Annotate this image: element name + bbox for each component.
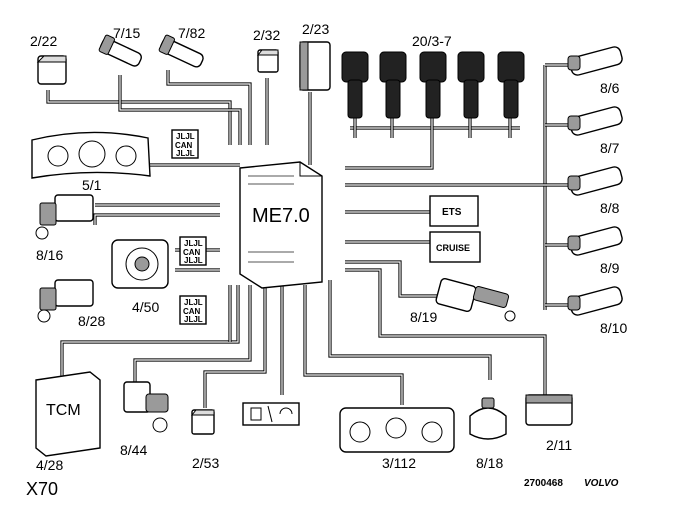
- reference-number: 2700468: [524, 478, 563, 489]
- ignition-coils-20-3-7: 20/3-7: [341, 33, 525, 119]
- label-8-28: 8/28: [78, 313, 105, 329]
- ignition-coil-2: [379, 51, 407, 119]
- label-20-3-7: 20/3-7: [412, 33, 452, 49]
- svg-text:JLJL: JLJL: [184, 239, 203, 248]
- instrument-cluster-5-1: 5/1: [31, 131, 151, 193]
- relay-2-22: 2/22: [30, 33, 67, 85]
- cruise-module: CRUISE: [429, 231, 481, 263]
- can-badge-1: JLJL CAN JLJL: [171, 129, 199, 159]
- label-tcm: TCM: [46, 402, 81, 419]
- label-8-18: 8/18: [476, 455, 503, 471]
- relay-2-32: 2/32: [253, 27, 280, 73]
- ignition-coil-3: [419, 51, 447, 119]
- climate-panel-3-112: 3/112: [339, 407, 455, 471]
- sensor-7-82: 7/82: [158, 25, 205, 68]
- ignition-coil-5: [497, 51, 525, 119]
- label-2-53: 2/53: [192, 455, 219, 471]
- ignition-coil-1: [341, 51, 369, 119]
- label-8-10: 8/10: [600, 320, 627, 336]
- throttle-unit-4-50: 4/50: [111, 239, 169, 315]
- svg-text:CAN: CAN: [175, 141, 193, 150]
- injector-8-10: 8/10: [567, 286, 627, 336]
- label-2-32: 2/32: [253, 27, 280, 43]
- can-badge-3: JLJL CAN JLJL: [179, 295, 207, 325]
- label-3-112: 3/112: [382, 455, 416, 471]
- label-2-11: 2/11: [546, 437, 572, 453]
- ecu-me7: ME7.0: [239, 161, 323, 289]
- label-8-7: 8/7: [600, 140, 620, 156]
- label-8-9: 8/9: [600, 260, 620, 276]
- label-7-15: 7/15: [113, 25, 140, 41]
- label-8-6: 8/6: [600, 80, 620, 96]
- label-2-22: 2/22: [30, 33, 57, 49]
- injector-8-9: 8/9: [567, 226, 623, 276]
- module-2-11: 2/11: [525, 394, 573, 453]
- svg-text:JLJL: JLJL: [184, 315, 203, 324]
- label-ets: ETS: [442, 207, 462, 218]
- label-8-8: 8/8: [600, 200, 620, 216]
- valve-8-44: 8/44: [120, 381, 169, 458]
- label-8-16: 8/16: [36, 247, 63, 263]
- valve-8-28: 8/28: [37, 279, 105, 329]
- valve-8-19: 8/19: [410, 277, 516, 325]
- relay-2-53: 2/53: [190, 409, 219, 471]
- label-8-44: 8/44: [120, 442, 147, 458]
- wiring-harness: [46, 63, 570, 408]
- brand-logo: VOLVO: [584, 478, 619, 489]
- svg-text:JLJL: JLJL: [176, 132, 195, 141]
- figure-id-x70: X70: [26, 479, 58, 499]
- tcm-4-28: TCM 4/28: [35, 371, 101, 473]
- switch-panel: [242, 402, 300, 426]
- label-5-1: 5/1: [82, 177, 102, 193]
- injector-8-6: 8/6: [567, 46, 623, 96]
- label-4-28: 4/28: [36, 457, 63, 473]
- label-8-19: 8/19: [410, 309, 437, 325]
- ignition-coil-4: [457, 51, 485, 119]
- label-2-23: 2/23: [302, 21, 329, 37]
- label-me7: ME7.0: [252, 205, 310, 227]
- svg-text:CAN: CAN: [183, 307, 201, 316]
- svg-text:CAN: CAN: [183, 248, 201, 257]
- sensor-8-18: 8/18: [469, 397, 507, 471]
- svg-text:JLJL: JLJL: [184, 256, 203, 265]
- sensor-7-15: 7/15: [98, 25, 142, 67]
- module-2-23: 2/23: [299, 21, 331, 91]
- injector-8-8: 8/8: [567, 166, 623, 216]
- ets-module: ETS: [429, 195, 479, 227]
- label-7-82: 7/82: [178, 25, 205, 41]
- injector-8-7: 8/7: [567, 106, 623, 156]
- valve-8-16: 8/16: [35, 194, 94, 263]
- label-cruise: CRUISE: [436, 243, 470, 253]
- label-4-50: 4/50: [132, 299, 159, 315]
- can-badge-2: JLJL CAN JLJL: [179, 236, 207, 266]
- svg-text:JLJL: JLJL: [184, 298, 203, 307]
- svg-text:JLJL: JLJL: [176, 149, 195, 158]
